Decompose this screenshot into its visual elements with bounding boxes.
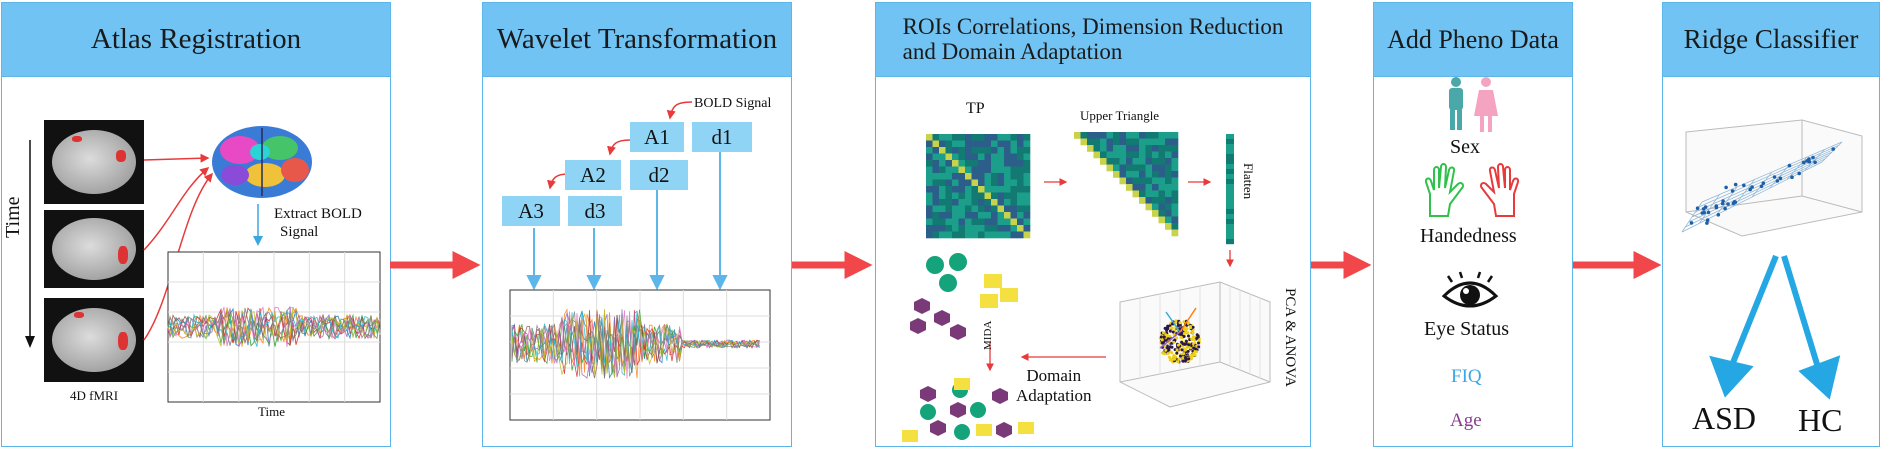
class-arrows bbox=[1709, 254, 1841, 400]
panel-title: Add Pheno Data bbox=[1387, 24, 1559, 54]
wavelet-signal-plot bbox=[509, 289, 771, 421]
extract-label: Extract BOLD Signal bbox=[274, 206, 362, 240]
panel-header: Atlas Registration bbox=[2, 3, 390, 77]
plot-xlabel: Time bbox=[258, 404, 285, 419]
flatten-label: Flatten bbox=[1241, 163, 1256, 200]
pca-3d-scatter bbox=[1119, 281, 1271, 408]
bold-signal-label: BOLD Signal bbox=[694, 96, 772, 111]
sex-icon bbox=[1449, 77, 1498, 132]
flatten-vector bbox=[1226, 134, 1234, 245]
bold-signal-plot bbox=[167, 251, 381, 403]
brain-slice-2 bbox=[44, 210, 144, 288]
wavelet-box-a3: A3 bbox=[502, 196, 560, 226]
flow-arrows bbox=[390, 251, 1662, 279]
panel-header: Wavelet Transformation bbox=[483, 3, 791, 77]
source-domain-shapes bbox=[910, 253, 1018, 340]
panel-title: Atlas Registration bbox=[90, 23, 302, 55]
fiq-label: FIQ bbox=[1451, 366, 1482, 387]
wavelet-box-d1: d1 bbox=[692, 122, 752, 152]
handedness-icon bbox=[1424, 163, 1520, 217]
eye-status-label: Eye Status bbox=[1424, 318, 1509, 340]
extract-arrow bbox=[253, 204, 263, 246]
mida-label: MIDA bbox=[982, 320, 994, 350]
pca-anova-label: PCA & ANOVA bbox=[1282, 288, 1298, 387]
panel-header: Add Pheno Data bbox=[1374, 3, 1572, 77]
panel-title: Ridge Classifier bbox=[1683, 24, 1859, 54]
brain-atlas-image bbox=[212, 126, 312, 198]
panel-header: Ridge Classifier bbox=[1663, 3, 1879, 77]
wavelet-box-d2: d2 bbox=[630, 160, 688, 190]
wavelet-box-a2: A2 bbox=[565, 160, 621, 190]
small-red-arrows bbox=[986, 178, 1234, 372]
tp-label: TP bbox=[966, 100, 985, 117]
upper-triangle-label: Upper Triangle bbox=[1080, 108, 1160, 123]
wavelet-box-d3: d3 bbox=[568, 196, 622, 226]
sex-label: Sex bbox=[1450, 136, 1480, 158]
time-axis-label: Time bbox=[2, 196, 24, 238]
brain-slice-3 bbox=[44, 298, 144, 382]
fmri-label: 4D fMRI bbox=[70, 388, 119, 403]
eye-icon bbox=[1441, 271, 1499, 308]
upper-triangle-matrix bbox=[1074, 132, 1179, 237]
wavelet-box-a1: A1 bbox=[630, 122, 684, 152]
target-domain-shapes bbox=[902, 378, 1034, 442]
panel-title: ROIs Correlations, Dimension Reduction a… bbox=[902, 14, 1284, 64]
panel-header: ROIs Correlations, Dimension Reduction a… bbox=[876, 3, 1310, 77]
age-label: Age bbox=[1450, 410, 1482, 431]
asd-label: ASD bbox=[1692, 400, 1757, 436]
panel-title: Wavelet Transformation bbox=[496, 23, 778, 55]
time-axis-arrow bbox=[25, 140, 35, 348]
wavelet-down-arrows bbox=[526, 152, 728, 291]
brain-slice-1 bbox=[44, 120, 144, 204]
domain-adaptation-label: Domain Adaptation bbox=[1016, 366, 1092, 405]
ridge-surface-plot bbox=[1681, 119, 1863, 237]
tp-matrix bbox=[926, 134, 1031, 239]
handedness-label: Handedness bbox=[1420, 225, 1517, 247]
hc-label: HC bbox=[1798, 402, 1843, 438]
